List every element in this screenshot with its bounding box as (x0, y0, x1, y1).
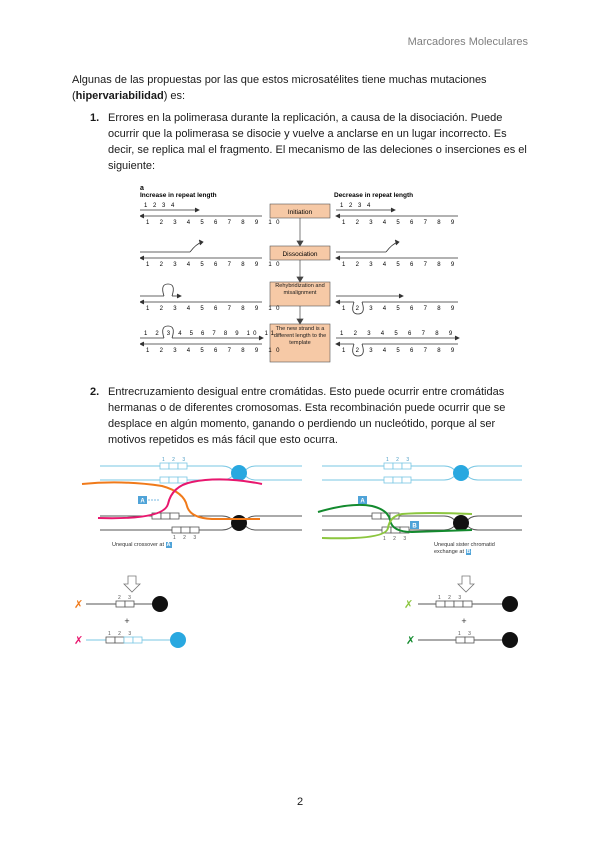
result-centromere-black-right-1 (502, 596, 518, 612)
right-title: Decrease in repeat length (334, 192, 413, 199)
step-misalignment: Rehybridization and misalignment (275, 283, 325, 296)
step-box-new-strand (269, 323, 331, 363)
left-column (140, 207, 264, 347)
plus-left: + (124, 616, 129, 626)
result-centromere-black-right-2 (502, 632, 518, 648)
step-new-strand-wrap: The new strand is a different length to … (273, 326, 327, 346)
pink-strand (97, 478, 263, 520)
right-row3-numbers: 1 2 3 4 5 6 7 8 9 10 (342, 306, 462, 312)
left-row4-numbers: 1 2 3 4 5 6 7 8 9 10 (146, 348, 284, 354)
centromere-black (231, 515, 247, 531)
label-a-box (138, 496, 147, 504)
list-number: 2. (90, 386, 100, 398)
step-initiation: Initiation (288, 209, 313, 216)
left-column-labels: 1 2 3 4 1 2 3 4 5 6 7 8 9 10 1 2 3 4 5 6… (144, 203, 284, 354)
right-row2-numbers: 1 2 3 4 5 6 7 8 9 10 (342, 262, 462, 268)
result-centromere-black (152, 596, 168, 612)
step-dissociation: Dissociation (282, 251, 317, 258)
intro-text-after: ) es: (163, 90, 186, 102)
left-row1-numbers: 1 2 3 4 5 6 7 8 9 10 (146, 220, 284, 226)
orange-x-icon: ✗ (74, 599, 83, 611)
right-label-a-box (358, 496, 367, 504)
page-number: 2 (296, 796, 304, 808)
right-panel: 1 2 3 1 2 3 A B Unequal sister chromatid… (317, 457, 522, 648)
left-caption-a: A (165, 542, 172, 548)
right-bottom-repeat-numbers: 1 2 3 (383, 536, 409, 542)
left-caption: Unequal crossover at (112, 542, 164, 548)
intro-paragraph: Algunas de las propuestas por las que es… (72, 72, 528, 104)
light-green-x-icon: ✗ (404, 599, 413, 611)
right-top-repeat-numbers: 1 2 3 (386, 457, 412, 463)
dark-green-strand (317, 503, 473, 534)
result-centromere-blue (170, 632, 186, 648)
right-label-a: A (360, 499, 365, 505)
intro-text-before: Algunas de las propuestas por las que es… (72, 74, 487, 102)
right-caption: Unequal sister chromatid exchange at (434, 542, 495, 555)
intro-bold-term: hipervariabilidad (75, 90, 164, 102)
left-caption-wrap: Unequal crossover at A (112, 542, 172, 548)
right-down-arrow (457, 575, 475, 593)
label-b-box (410, 521, 419, 529)
top-repeat-numbers: 1 2 3 (162, 457, 188, 463)
right-caption-wrap: Unequal sister chromatid exchange at B (434, 542, 495, 555)
orange-result-numbers: 2 3 (118, 595, 134, 601)
pink-x-icon: ✗ (74, 635, 83, 647)
centromere-blue (231, 465, 247, 481)
bottom-repeat-numbers: 1 2 3 (173, 535, 199, 541)
right-column (335, 207, 460, 357)
list-text: Errores en la polimerasa durante la repl… (108, 112, 527, 172)
light-green-strand (321, 512, 473, 540)
right-row1-numbers: 1 2 3 4 5 6 7 8 9 10 (342, 220, 462, 226)
right-column-labels: 1 2 3 4 1 2 3 4 5 6 7 8 9 10 1 2 3 4 5 6… (340, 203, 462, 354)
crossover-figure: 1 2 3 1 2 3 A Unequal crossover at A (74, 457, 522, 648)
left-down-arrow (123, 575, 141, 593)
list-item-2: 2. Entrecruzamiento desigual entre cromá… (90, 384, 530, 448)
left-row1-top-numbers: 1 2 3 4 (144, 203, 176, 209)
left-row2-numbers: 1 2 3 4 5 6 7 8 9 10 (146, 262, 284, 268)
left-row3-numbers: 1 2 3 4 5 6 7 8 9 10 (146, 306, 284, 312)
dark-green-result-numbers: 1 3 (458, 631, 474, 637)
pink-result-numbers: 1 2 3 (108, 631, 134, 637)
green-result-numbers: 1 2 3 (438, 595, 464, 601)
centromere-blue-right (453, 465, 469, 481)
plus-right: + (461, 616, 466, 626)
right-caption-b: B (465, 548, 472, 555)
step-boxes: Initiation Dissociation Rehybridization … (269, 203, 331, 363)
slippage-figure: a Increase in repeat length Decrease in … (140, 185, 462, 363)
label-a: A (140, 499, 145, 505)
figure-panel-label: a (140, 185, 144, 192)
left-row4-top-numbers: 1 2 3 4 5 6 7 8 9 10 11 (144, 331, 277, 337)
step-box-misalignment (269, 281, 331, 307)
left-title: Increase in repeat length (140, 192, 217, 199)
list-number: 1. (90, 112, 100, 124)
right-row4-numbers: 1 2 3 4 5 6 7 8 9 10 (342, 348, 462, 354)
list-item-1: 1. Errores en la polimerasa durante la r… (90, 110, 530, 174)
page-header: Marcadores Moleculares (407, 36, 528, 48)
dark-green-x-icon: ✗ (406, 635, 415, 647)
step-misalignment-wrap: Rehybridization and misalignment (275, 283, 325, 296)
label-b: B (412, 524, 417, 530)
left-panel: 1 2 3 1 2 3 A Unequal crossover at A (74, 457, 302, 648)
right-row1-top-numbers: 1 2 3 4 (340, 203, 372, 209)
right-row4-top-numbers: 1 2 3 4 5 6 7 8 9 10 (340, 331, 462, 337)
orange-strand (81, 481, 260, 520)
list-text: Entrecruzamiento desigual entre cromátid… (108, 386, 506, 446)
centromere-black-right (453, 515, 469, 531)
step-new-strand: The new strand is a different length to … (273, 326, 327, 346)
